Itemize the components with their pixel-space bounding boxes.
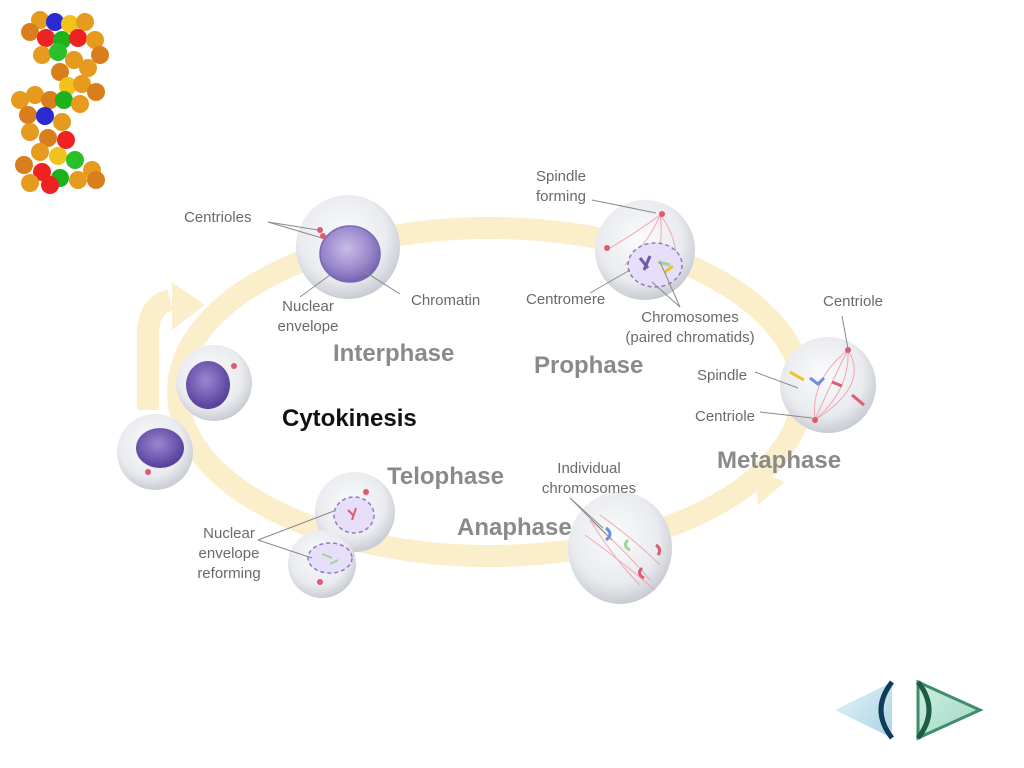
prev-button[interactable]: [835, 680, 895, 740]
metaphase-title: Metaphase: [717, 447, 842, 474]
centriole-top-label: Centriole: [823, 293, 884, 310]
anaphase-cell: [568, 492, 672, 604]
metaphase-cell: [780, 337, 876, 433]
chromatin-label: Chromatin: [411, 292, 481, 309]
arrow-right-icon: [916, 679, 984, 741]
spindle-label: Spindle: [697, 367, 748, 384]
label-pointer-lines: [257, 199, 849, 559]
cycle-arrowhead-left-icon: [172, 282, 205, 330]
cytokinesis-cell-upper: [176, 345, 252, 421]
prophase-cell: [595, 200, 695, 300]
cytokinesis-cell-lower: [117, 414, 193, 490]
interphase-title: Interphase: [333, 340, 455, 367]
chromosomes-label: Chromosomes(paired chromatids): [625, 309, 755, 346]
cycle-arrowhead-right-icon: [755, 470, 785, 505]
telophase-cell: [288, 472, 395, 598]
centrioles-label: Centrioles: [184, 209, 252, 226]
arrow-left-icon: [835, 682, 892, 738]
dna-helix-icon: [11, 11, 109, 194]
next-button[interactable]: [915, 679, 984, 741]
cytokinesis-title: Cytokinesis: [282, 405, 417, 432]
telophase-title: Telophase: [387, 463, 504, 490]
centriole-bottom-label: Centriole: [695, 408, 756, 425]
anaphase-title: Anaphase: [457, 514, 572, 541]
centromere-label: Centromere: [526, 291, 606, 308]
interphase-cell: [296, 195, 400, 299]
prophase-title: Prophase: [534, 352, 644, 379]
